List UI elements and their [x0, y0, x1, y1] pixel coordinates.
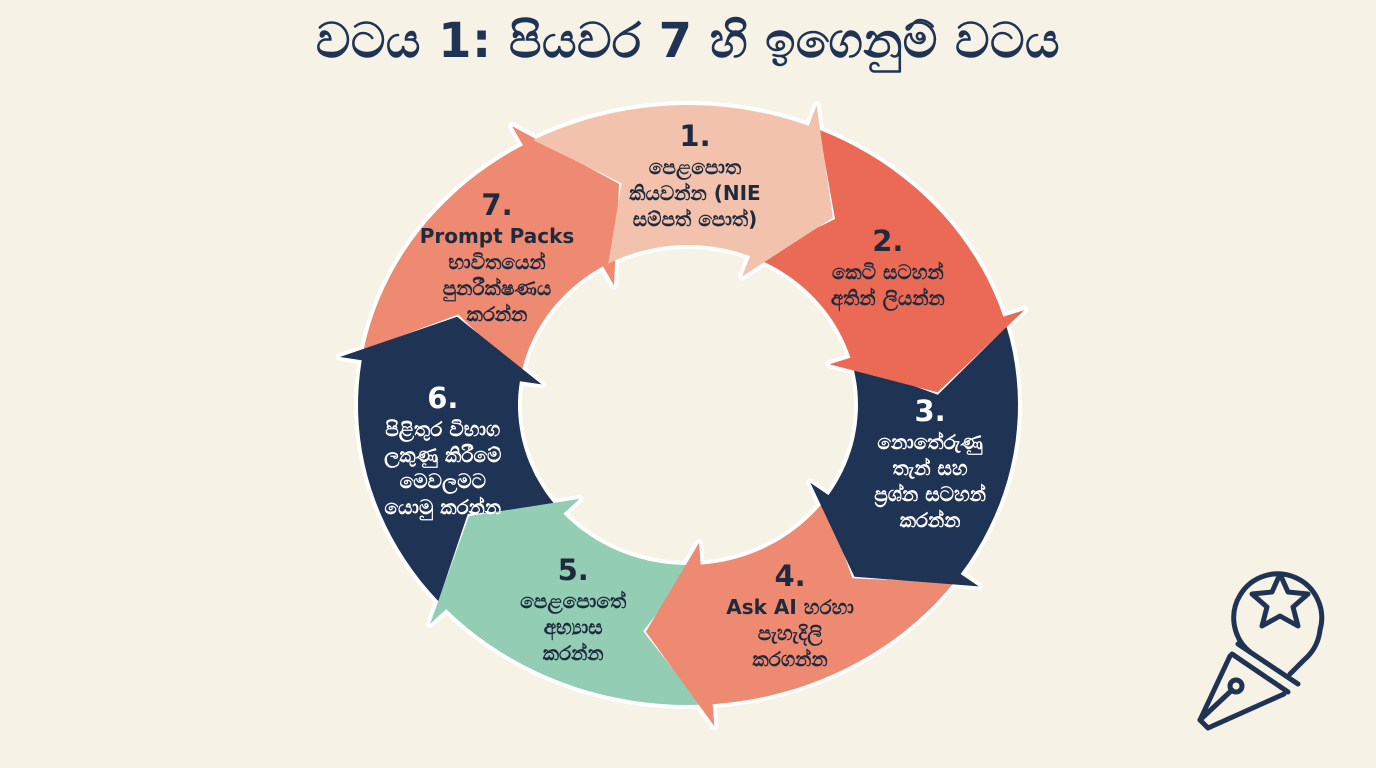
cycle-segment-4	[645, 499, 954, 727]
page-title: වටය 1: පියවර 7 හි ඉගෙනුම් වටය	[315, 13, 1061, 69]
step-4-label: 4.Ask AI හරහා පැහැදිලි කරගන්න	[695, 558, 885, 672]
step-text: පිළිතුර විභාග ලකුණු කිරීමේ මෙවලමට යොමු ක…	[384, 416, 502, 519]
step-number: 3.	[914, 393, 946, 428]
step-text: Ask AI හරහා පැහැදිලි කරගන්න	[726, 595, 854, 671]
step-number: 5.	[557, 553, 589, 588]
step-text: පෙළපොතේ අභ්‍යාස කරන්න	[520, 589, 627, 666]
pen-lightbulb-star-icon	[1197, 571, 1325, 731]
cycle-segment-6	[339, 316, 560, 602]
cycle-segment-1	[533, 105, 833, 277]
step-number: 4.	[774, 559, 806, 593]
step-text: කෙටි සටහන් අතින් ලියන්න	[830, 259, 945, 310]
step-text: පෙළපොත කියවන්න (NIE සම්පත් පොත්)	[629, 155, 761, 232]
step-1-label: 1.පෙළපොත කියවන්න (NIE සම්පත් පොත්)	[600, 118, 790, 232]
cycle-segment-7	[363, 126, 620, 376]
step-5-label: 5.පෙළපොතේ අභ්‍යාස කරන්න	[478, 552, 668, 666]
cycle-segment-3	[810, 326, 1018, 587]
step-3-label: 3.නොතේරුණු තැන් සහ ප්‍රශ්න සටහන් කරන්න	[835, 393, 1025, 533]
step-2-label: 2.කෙටි සටහන් අතින් ලියන්න	[793, 223, 983, 311]
cycle-segment-5	[430, 498, 702, 705]
step-number: 7.	[481, 187, 513, 222]
step-6-label: 6.පිළිතුර විභාග ලකුණු කිරීමේ මෙවලමට යොමු…	[348, 380, 538, 520]
step-text: Prompt Packs භාවිතයෙන් පුනරීක්ෂණය කරන්න	[419, 223, 575, 326]
step-text: නොතේරුණු තැන් සහ ප්‍රශ්න සටහන් කරන්න	[874, 429, 986, 532]
step-number: 2.	[872, 223, 904, 258]
cycle-segment-2	[755, 129, 1025, 393]
step-7-label: 7.Prompt Packs භාවිතයෙන් පුනරීක්ෂණය කරන්…	[402, 187, 592, 327]
step-number: 1.	[679, 119, 711, 154]
step-number: 6.	[427, 380, 459, 415]
